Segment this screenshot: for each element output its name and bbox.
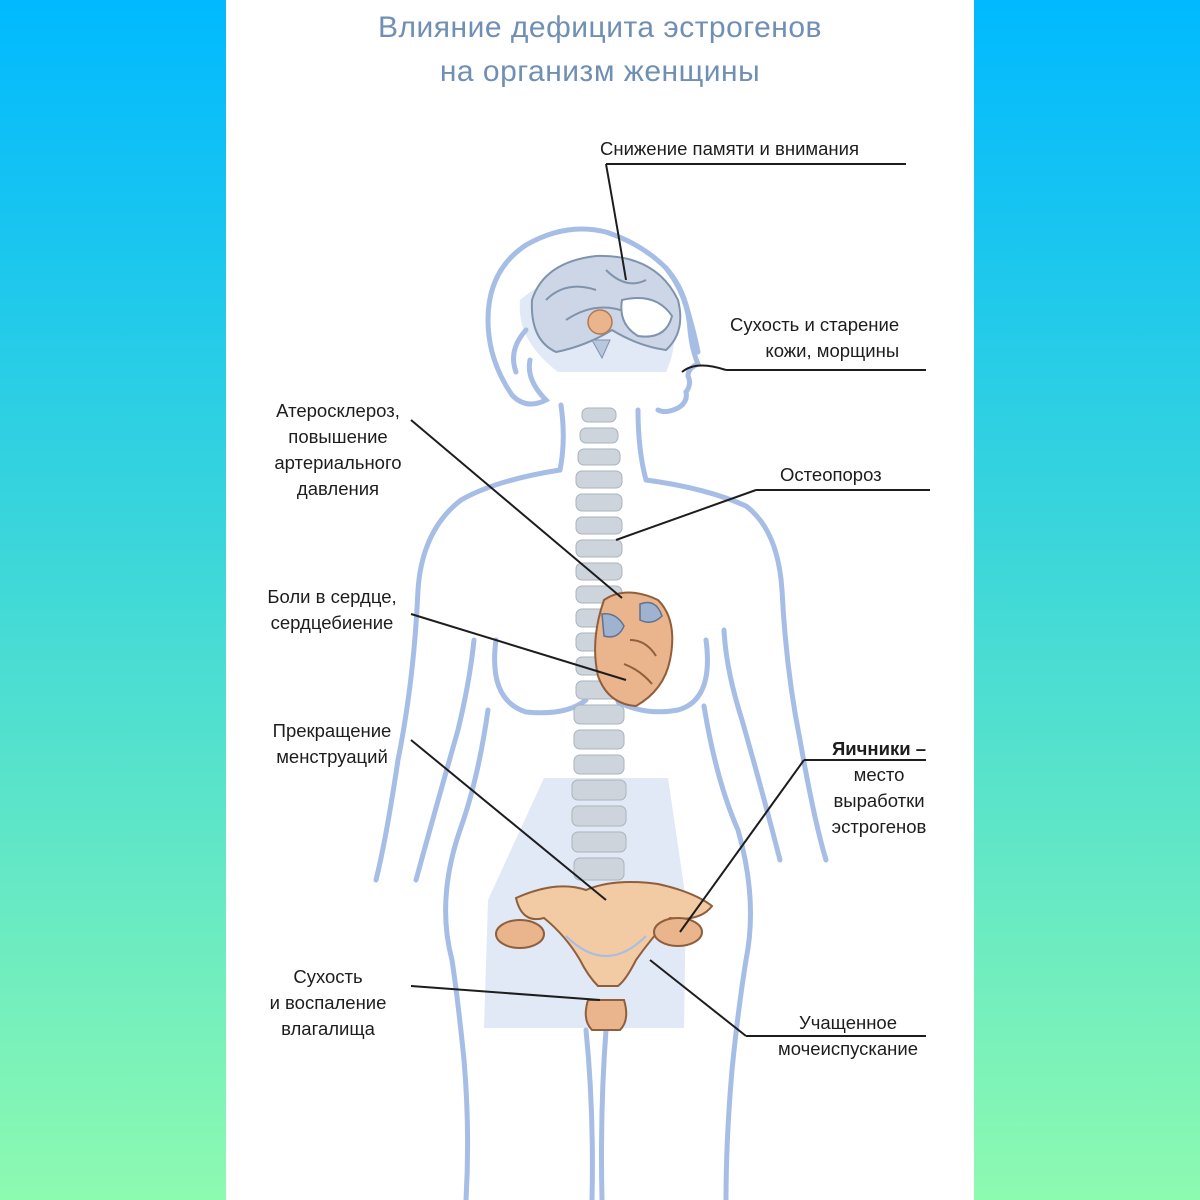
leader-lines [410,163,930,1037]
leader-urination [649,959,926,1037]
left-arm-inner [413,637,477,883]
label-osteoporosis-text: Остеопороз [780,464,882,485]
heart [594,591,674,708]
label-atherosclerosis: Атеросклероз, повышение артериального да… [258,398,418,502]
label-skin-line-1: Сухость и старение [730,314,900,335]
leader-vagina [410,985,601,1001]
leader-atherosclerosis [410,419,623,599]
leader-memory [605,163,906,281]
label-menstruation-line-2: менструаций [276,746,388,767]
label-ovaries: Яичники – место выработки эстрогенов [804,736,954,840]
label-atherosclerosis-line-1: Атеросклероз, [276,400,400,421]
female-body-illustration [373,163,930,1200]
leader-osteoporosis [615,489,930,541]
title-line-2: на организм женщины [439,55,761,88]
leader-ovaries [679,759,926,933]
title-line-1: Влияние дефицита эстрогенов [378,11,822,44]
label-menstruation: Прекращение менструаций [252,718,412,770]
spine [571,407,627,881]
label-heart: Боли в сердце, сердцебиение [252,584,412,636]
leader-menstruation [410,739,607,901]
legs-inner [583,1027,609,1200]
label-atherosclerosis-line-3: артериального [274,452,402,473]
label-menstruation-line-1: Прекращение [272,720,392,741]
left-arm-outline [373,467,563,883]
leader-heart [410,613,627,681]
label-vagina: Сухость и воспаление влагалища [248,964,408,1042]
diagram-panel: Влияние дефицита эстрогенов на организм … [226,0,974,1200]
label-heart-line-2: сердцебиение [270,612,394,633]
label-heart-line-1: Боли в сердце, [267,586,397,607]
label-urination-line-1: Учащенное [799,1012,897,1033]
label-urination-line-2: мочеиспускание [777,1038,919,1059]
right-arm-inner [721,627,783,863]
torso-right [701,703,753,1200]
label-atherosclerosis-line-4: давления [296,478,380,499]
label-vagina-line-3: влагалища [281,1018,375,1039]
label-vagina-line-2: и воспаление [269,992,387,1013]
torso-left [443,707,491,1200]
label-ovaries-line-4: эстрогенов [831,816,927,837]
label-osteoporosis: Остеопороз [780,462,882,488]
label-atherosclerosis-line-2: повышение [288,426,388,447]
leader-skin [681,364,926,373]
label-ovaries-line-2: место [853,764,905,785]
uterus-and-ovaries [495,881,714,1031]
label-ovaries-line-1: Яичники – [831,738,927,759]
label-urination: Учащенное мочеиспускание [756,1010,940,1062]
hair-curls [509,327,551,407]
brain [530,254,682,360]
diagram-title: Влияние дефицита эстрогенов на организм … [226,6,974,94]
breasts-outline [492,637,710,716]
label-skin: Сухость и старение кожи, морщины [730,312,899,364]
label-ovaries-line-3: выработки [833,790,925,811]
face-profile [655,265,702,415]
label-memory-text: Снижение памяти и внимания [600,138,859,159]
label-vagina-line-1: Сухость [293,966,363,987]
label-skin-line-2: кожи, морщины [765,340,900,361]
label-memory: Снижение памяти и внимания [600,136,859,162]
neck-outline [557,402,649,483]
right-arm-outline [643,477,829,863]
